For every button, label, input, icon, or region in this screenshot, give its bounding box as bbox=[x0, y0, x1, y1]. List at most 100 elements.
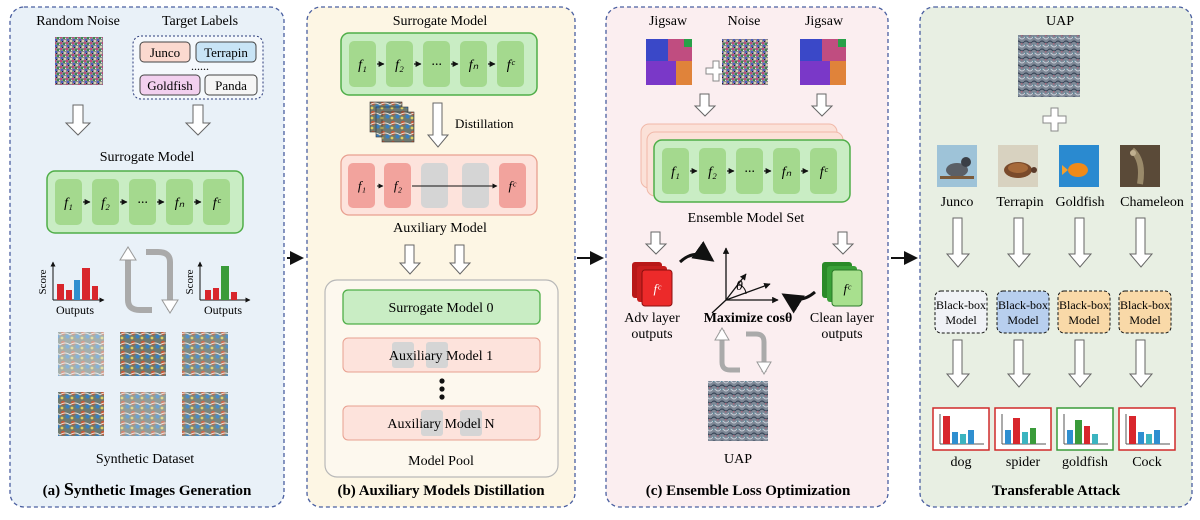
down-arrow-icon bbox=[1067, 217, 1093, 268]
class-label-goldfish: Goldfish bbox=[1056, 195, 1105, 210]
surrogate-a-layer-block bbox=[203, 179, 230, 225]
surrogate-b-layer-block bbox=[460, 41, 487, 87]
adv-layer-outputs-icon: fᶜ bbox=[632, 262, 673, 307]
label-chip-junco bbox=[139, 41, 191, 63]
fc-label-clean: fᶜ bbox=[843, 281, 852, 296]
terrapin-image bbox=[998, 145, 1038, 187]
down-arrow-icon bbox=[1128, 339, 1154, 388]
blackbox-label-line1: Black-box bbox=[936, 298, 986, 312]
down-arrow-icon bbox=[448, 244, 472, 275]
label-goldfish: Goldfish bbox=[147, 78, 193, 93]
ensemble-layer-block bbox=[810, 148, 837, 194]
surrogate-a-layer-block bbox=[92, 179, 119, 225]
ellipsis-dot bbox=[439, 386, 445, 392]
ellipsis-dot bbox=[439, 378, 445, 384]
plus-icon bbox=[1042, 107, 1067, 132]
random-noise-image bbox=[55, 37, 103, 85]
clean-layer-label-line2: outputs bbox=[821, 327, 862, 342]
cycle-arrow-icon bbox=[125, 252, 152, 313]
ensemble-layer-label: f₁ bbox=[671, 165, 680, 180]
down-arrow-icon bbox=[1006, 339, 1032, 388]
blackbox-label-line2: Model bbox=[1129, 313, 1161, 327]
surrogate-a-layer-block bbox=[129, 179, 156, 225]
panel-transferable-attack: UAP Junco Terrapin Goldfish Chameleo bbox=[919, 6, 1193, 508]
blackbox-model-4 bbox=[1118, 290, 1172, 334]
uap-label-d: UAP bbox=[1046, 14, 1074, 29]
down-arrow-icon bbox=[398, 244, 422, 275]
blackbox-label-line1: Black-box bbox=[1059, 298, 1109, 312]
surrogate-a-layer-label: fᶜ bbox=[213, 196, 222, 211]
aux-layer-1 bbox=[348, 163, 375, 208]
aux-layer-label: f₂ bbox=[394, 178, 403, 193]
surrogate-a-layer-block bbox=[166, 179, 193, 225]
aux-layer-label: fᶜ bbox=[508, 178, 517, 193]
blackbox-label-line2: Model bbox=[1068, 313, 1100, 327]
surrogate-a-layer-label: f₁ bbox=[64, 196, 73, 211]
score-chart-left bbox=[50, 261, 105, 303]
pool-auxiliary-1-label: Auxiliary Model 1 bbox=[389, 349, 493, 364]
blackbox-label-line2: Model bbox=[945, 313, 977, 327]
goldfish-image bbox=[1059, 145, 1099, 187]
ensemble-layer-block bbox=[662, 148, 689, 194]
uap-image-d bbox=[1018, 35, 1080, 97]
ensemble-layer-block bbox=[736, 148, 763, 194]
class-label-terrapin: Terrapin bbox=[996, 195, 1043, 210]
noise-image bbox=[722, 39, 768, 85]
aux-layer-2 bbox=[384, 163, 411, 208]
ellipsis-dot bbox=[439, 394, 445, 400]
surrogate-b-layer-block bbox=[349, 41, 376, 87]
score-chart-right bbox=[197, 261, 251, 303]
label-panda: Panda bbox=[215, 78, 247, 93]
surrogate-b-layer-block bbox=[423, 41, 450, 87]
adv-layer-label-line1: Adv layer bbox=[624, 311, 680, 326]
down-arrow-icon bbox=[426, 102, 450, 148]
surrogate-a-layer-label: fₙ bbox=[175, 196, 185, 211]
cycle-arrowhead-icon bbox=[161, 299, 179, 314]
surrogate-b-layer-label: f₂ bbox=[395, 58, 404, 73]
aux-layer-fc bbox=[499, 163, 526, 208]
ensemble-layer-label: f₂ bbox=[708, 165, 717, 180]
label-chip-terrapin bbox=[195, 41, 257, 63]
panel-c-caption: (c) Ensemble Loss Optimization bbox=[646, 483, 851, 499]
prediction-chart-4 bbox=[1118, 407, 1176, 451]
outputs-label-right: Outputs bbox=[204, 303, 242, 317]
synthetic-dataset-label: Synthetic Dataset bbox=[96, 452, 194, 467]
chameleon-image bbox=[1120, 145, 1160, 187]
class-label-chameleon: Chameleon bbox=[1120, 195, 1184, 210]
cycle-arrowhead-icon bbox=[756, 361, 772, 375]
jigsaw-label-right: Jigsaw bbox=[805, 14, 844, 29]
curved-arrow-icon bbox=[781, 290, 816, 314]
blackbox-label-line2: Model bbox=[1007, 313, 1039, 327]
panel-d-caption: Transferable Attack bbox=[992, 483, 1121, 499]
down-arrow-icon bbox=[945, 217, 971, 268]
uap-image-c bbox=[708, 381, 768, 441]
prediction-goldfish: goldfish bbox=[1062, 455, 1108, 470]
theta-label: θ bbox=[736, 279, 743, 294]
prediction-chart-3 bbox=[1056, 407, 1114, 451]
blackbox-model-2 bbox=[996, 290, 1050, 334]
surrogate-b-layer-label: f₁ bbox=[358, 58, 367, 73]
prediction-cock: Cock bbox=[1132, 455, 1162, 470]
pool-auxiliary-n-label: Auxiliary Model N bbox=[387, 417, 494, 432]
ensemble-layer-block bbox=[773, 148, 800, 194]
prediction-dog: dog bbox=[951, 455, 972, 470]
down-arrow-icon bbox=[831, 231, 855, 255]
panel-b-caption: (b) Auxiliary Models Distillation bbox=[337, 483, 545, 499]
cycle-arrowhead-icon bbox=[714, 327, 730, 341]
label-terrapin: Terrapin bbox=[204, 45, 248, 60]
jigsaw-image-left bbox=[646, 39, 692, 85]
panel-synthetic-generation: Random Noise Target Labels Junco Terrapi… bbox=[9, 6, 285, 508]
clean-layer-label-line1: Clean layer bbox=[810, 311, 874, 326]
surrogate-b-layer-block bbox=[497, 41, 524, 87]
surrogate-model-title-a: Surrogate Model bbox=[100, 150, 195, 165]
surrogate-b-layer-label: fₙ bbox=[469, 58, 479, 73]
ensemble-model-set-title: Ensemble Model Set bbox=[688, 211, 805, 226]
surrogate-model-title-b: Surrogate Model bbox=[393, 14, 488, 29]
prediction-chart-2 bbox=[994, 407, 1052, 451]
target-labels-title: Target Labels bbox=[162, 14, 238, 29]
surrogate-b-layer-block bbox=[386, 41, 413, 87]
blackbox-model-3 bbox=[1057, 290, 1111, 334]
